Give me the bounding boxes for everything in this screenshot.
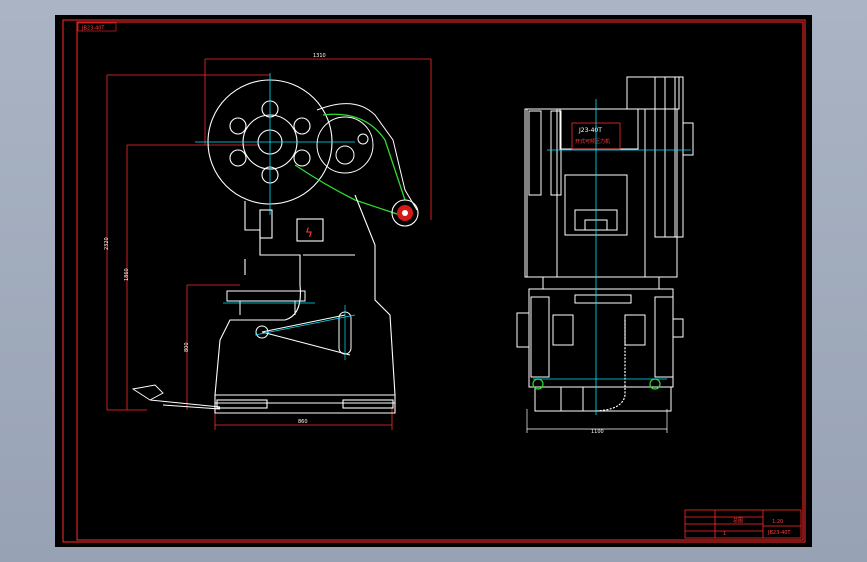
corner-label: JB23-40T	[81, 26, 105, 32]
side-motor-pulley	[391, 199, 419, 227]
front-flywheel	[654, 76, 694, 238]
dim-total-width: 1310	[313, 53, 326, 59]
title-block-sheet-ref: JB23-40T	[767, 530, 791, 536]
front-view: J23-40T 开式可倾压力机	[516, 76, 694, 435]
side-linkage-centerline	[223, 302, 356, 360]
side-foot-pedal	[131, 384, 221, 410]
front-centerlines	[533, 99, 691, 415]
side-gear-housing	[316, 103, 418, 211]
cad-viewport[interactable]: JB23-40T 1310 2320 1860 800 860	[55, 15, 812, 547]
cad-drawing: JB23-40T 1310 2320 1860 800 860	[62, 19, 806, 543]
front-nameplate-maker: 开式可倾压力机	[575, 138, 610, 145]
side-view: 1310 2320 1860 800 860	[104, 53, 432, 430]
side-dimension-lines	[106, 58, 432, 430]
front-nameplate-model: J23-40T	[578, 127, 602, 134]
side-frame	[214, 194, 396, 396]
front-chain	[594, 320, 626, 412]
title-block: 总图 1:20 JB23-40T 1	[684, 509, 802, 539]
title-block-title: 总图	[733, 517, 743, 524]
dim-throat-height: 1860	[124, 268, 130, 281]
front-body	[524, 76, 680, 278]
title-block-scale: 1:20	[772, 519, 783, 525]
dim-total-height: 2320	[104, 237, 110, 250]
side-base	[214, 394, 396, 414]
front-lower-frame	[516, 276, 684, 412]
outer-frame	[62, 19, 806, 543]
front-dim-width: 1100	[591, 429, 604, 435]
side-drive-belt	[294, 113, 406, 216]
front-dimension-lines	[526, 409, 668, 433]
dim-table-height: 800	[184, 342, 190, 352]
side-flywheel-centerlines	[195, 73, 355, 215]
title-block-count: 1	[723, 531, 726, 537]
corner-label-box	[77, 22, 117, 32]
inner-frame	[76, 21, 804, 541]
dim-base-width: 860	[298, 419, 308, 425]
side-warning-symbol: ϟ	[305, 226, 313, 240]
